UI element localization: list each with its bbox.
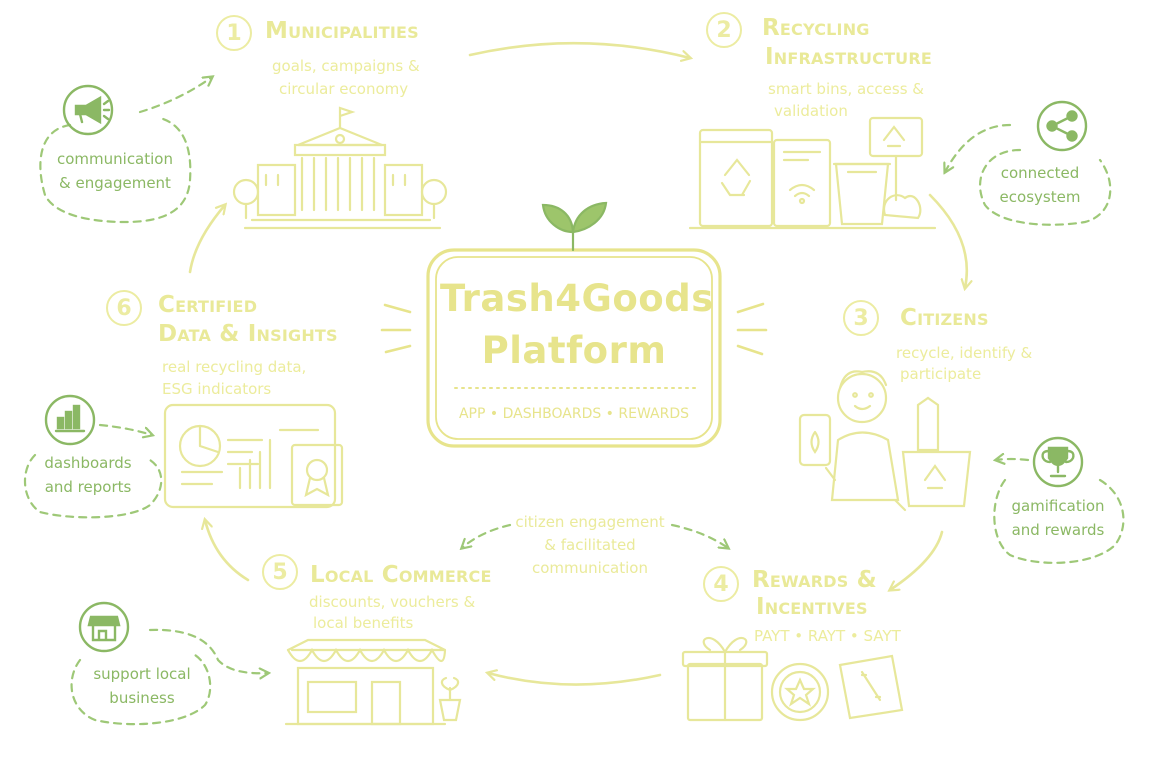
arrow-2-to-3	[928, 193, 967, 288]
engagement-link	[462, 523, 728, 548]
arrow-1-to-2	[468, 41, 690, 58]
side-note-gamification-line2: and rewards	[1011, 521, 1105, 539]
stage-1-title: Municipalities	[265, 18, 419, 44]
stage-6-number: 6	[106, 290, 142, 326]
stage-3-subtitle-line2: participate	[900, 365, 982, 383]
bubble-communication	[39, 116, 192, 224]
local-shop-icon	[284, 638, 462, 726]
side-note-bubbles	[23, 77, 1125, 726]
rewards-icon	[681, 636, 904, 722]
link-gamification	[996, 459, 1030, 460]
side-note-connected-line2: ecosystem	[999, 188, 1081, 206]
side-note-dashboards-line1: dashboards	[44, 454, 132, 472]
link-local-business	[148, 628, 268, 673]
stage-4-number: 4	[703, 566, 739, 602]
stage-1-subtitle-line2: circular economy	[279, 80, 409, 98]
stage-6-title-line1: Certified	[158, 292, 258, 318]
stage-3-subtitle-line1: recycle, identify &	[896, 344, 1033, 362]
platform-title-line1: Trash4Goods	[440, 277, 714, 320]
stage-6-subtitle-line2: ESG indicators	[162, 380, 272, 398]
cycle-arrows	[188, 41, 967, 686]
side-note-local-business-line2: business	[109, 689, 175, 707]
bubble-dashboards	[23, 453, 163, 519]
engagement-label-line2: & facilitated	[544, 536, 636, 554]
platform-subtitle: APP • DASHBOARDS • REWARDS	[458, 406, 690, 422]
stage-4-title-line2: Incentives	[756, 594, 868, 620]
side-note-connected-line1: connected	[1000, 164, 1080, 182]
stage-3-number: 3	[843, 300, 879, 336]
bubble-gamification	[993, 478, 1125, 564]
stage-4-subtitle: PAYT • RAYT • SAYT	[754, 627, 901, 645]
stage-6-subtitle-line1: real recycling data,	[162, 358, 307, 376]
engagement-label-line3: communication	[531, 559, 648, 577]
stage-2-subtitle-line2: validation	[774, 102, 848, 120]
stage-4-title-line1: Rewards &	[752, 567, 877, 593]
stage-3-title: Citizens	[900, 305, 989, 331]
shop-icon	[78, 601, 130, 653]
side-note-gamification-line1: gamification	[1011, 497, 1105, 515]
side-note-dashboards-line2: and reports	[44, 478, 132, 496]
stage-5-subtitle-line1: discounts, vouchers &	[309, 593, 476, 611]
bubble-local-business	[70, 653, 212, 726]
platform-title-line2: Platform	[481, 329, 667, 372]
citizen-figure-icon	[798, 370, 972, 512]
stage-1-subtitle-line1: goals, campaigns &	[272, 57, 420, 75]
stage-5-number: 5	[262, 554, 298, 590]
side-note-communication-line2: & engagement	[59, 174, 171, 192]
link-connected	[945, 123, 1012, 172]
link-dashboards	[98, 423, 152, 435]
stage-2-title-line1: Recycling	[762, 15, 870, 41]
bubble-connected	[979, 148, 1112, 226]
arrow-6-to-1	[188, 205, 225, 274]
stage-6-title-line2: Data & Insights	[158, 321, 338, 347]
link-communication	[138, 77, 212, 114]
engagement-arrow-left	[462, 523, 512, 548]
engagement-arrow-right	[670, 523, 728, 548]
stage-2-title-line2: Infrastructure	[765, 44, 933, 70]
municipality-building-icon	[232, 106, 448, 230]
arrow-4-to-5	[488, 673, 662, 686]
stage-5-subtitle-line2: local benefits	[313, 614, 414, 632]
stage-5-title: Local Commerce	[310, 562, 492, 588]
arrow-3-to-4	[890, 530, 944, 590]
stage-1-number: 1	[216, 15, 252, 51]
side-note-local-business-line1: support local	[93, 665, 191, 683]
side-note-communication-line1: communication	[56, 150, 173, 168]
bar-chart-icon	[44, 394, 96, 446]
dashboard-screen-icon	[163, 403, 344, 509]
recycling-bins-icon	[688, 116, 937, 230]
trophy-icon	[1032, 436, 1084, 488]
share-icon	[1036, 100, 1088, 152]
megaphone-icon	[62, 84, 114, 136]
engagement-label-line1: citizen engagement	[515, 513, 665, 531]
stage-2-subtitle-line1: smart bins, access &	[768, 80, 924, 98]
sprout-icon	[541, 201, 608, 252]
stage-2-number: 2	[706, 12, 742, 48]
arrow-5-to-6	[205, 520, 250, 582]
